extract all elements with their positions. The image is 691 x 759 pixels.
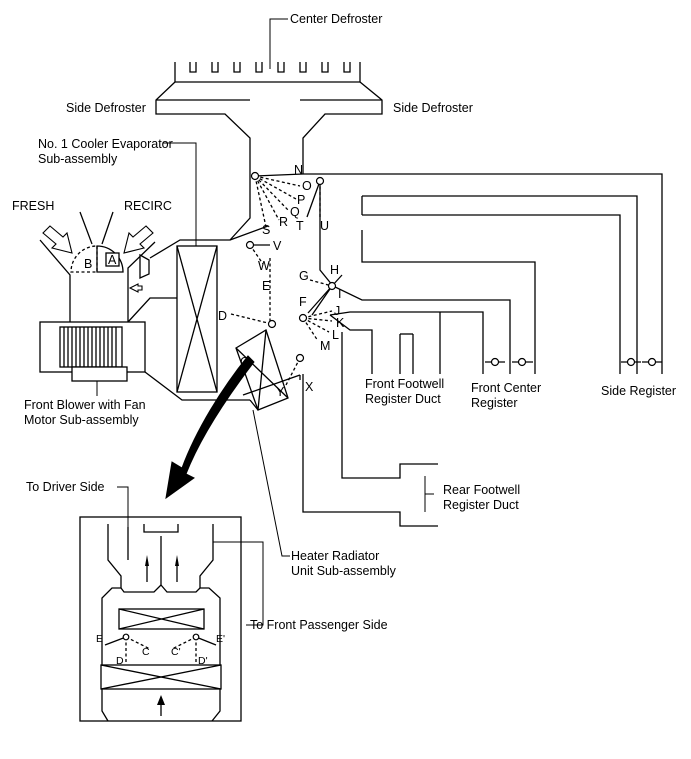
door-g-letter: G [299,269,309,283]
intake-case [39,211,156,322]
door-a-letter: A [108,253,117,267]
rear-footwell-label-line2: Register Duct [443,498,519,512]
door-b-letter: B [84,257,92,271]
side-defroster-left-label: Side Defroster [66,101,146,115]
blower-fan [39,297,250,401]
inset-d-letter: D [116,655,124,667]
center-defroster-label: Center Defroster [290,12,382,26]
blower-label-line1: Front Blower with Fan [24,398,146,412]
damper-vw [245,240,270,265]
damper-ghi [307,274,343,316]
rear-footwell-label-line1: Rear Footwell [443,483,520,497]
door-l-letter: L [332,328,339,342]
evaporator-label-line2: Sub-assembly [38,152,118,166]
door-p-letter: P [297,193,305,207]
center-defroster-outlet [174,18,361,83]
heater-label-line2: Unit Sub-assembly [291,564,397,578]
fresh-label: FRESH [12,199,54,213]
heater-label-line1: Heater Radiator [291,549,379,563]
door-w-letter: W [258,259,270,273]
inset-e-letter: E [96,633,103,645]
to-passenger-side-leader [213,541,264,626]
door-j-letter: J [334,304,340,318]
front-footwell-label-line1: Front Footwell [365,377,444,391]
door-h-letter: H [330,263,339,277]
inset-e-prime-letter: E' [216,633,225,645]
register-outlets [485,357,662,367]
side-defroster-left-duct [155,81,251,174]
door-m-letter: M [320,339,330,353]
evaporator-label-line1: No. 1 Cooler Evaporator [38,137,173,151]
damper-tu [306,176,325,218]
side-defroster-right-label: Side Defroster [393,101,473,115]
damper-ed [230,258,277,329]
evaporator-leader [163,142,197,246]
door-s-letter: S [262,223,270,237]
blower-label-line2: Motor Sub-assembly [24,413,139,427]
evaporator-core [149,174,251,393]
door-t-letter: T [296,219,304,233]
side-defroster-right-duct [300,81,383,174]
to-front-passenger-side-label: To Front Passenger Side [250,618,388,632]
door-i-letter: I [338,287,341,301]
door-q-letter: Q [290,205,300,219]
door-e-letter: E [262,279,270,293]
heater-leader [252,409,290,557]
front-center-label-line1: Front Center [471,381,541,395]
damper-ns-fan [250,171,304,228]
front-footwell-label-line2: Register Duct [365,392,441,406]
door-y-letter: Y [276,385,285,399]
front-center-label-line2: Register [471,396,518,410]
fresh-air-arrow [42,225,73,254]
side-register-label: Side Register [601,384,676,398]
inset-d-prime-letter: D' [198,655,208,667]
duct-walls [229,173,663,527]
door-r-letter: R [279,215,288,229]
recirc-air-arrow [123,225,154,254]
inset-c-prime-letter: C' [171,646,181,658]
door-o-letter: O [302,179,312,193]
damper-fjklm-fan [298,310,333,342]
inset-detail [79,516,242,722]
to-driver-side-leader [117,486,129,527]
door-n-letter: N [294,163,303,177]
to-driver-side-label: To Driver Side [26,480,105,494]
detail-callout-arrow [165,355,255,500]
door-d-letter: D [218,309,227,323]
heater-core [235,329,301,411]
door-u-letter: U [320,219,329,233]
inset-c-letter: C [142,646,150,658]
door-x-letter: X [305,380,314,394]
door-v-letter: V [273,239,282,253]
door-k-letter: K [336,316,345,330]
damper-xy [285,353,305,386]
recirc-label: RECIRC [124,199,172,213]
door-f-letter: F [299,295,307,309]
